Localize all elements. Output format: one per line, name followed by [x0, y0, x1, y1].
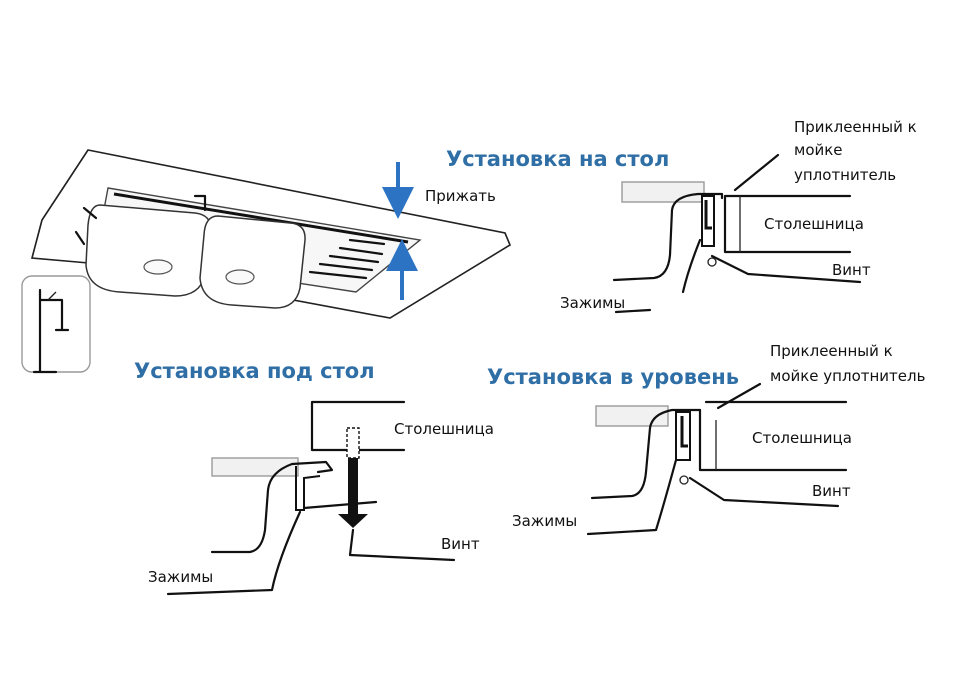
undermount-title: Установка под стол	[134, 359, 375, 383]
countertop-mount-title: Установка на стол	[446, 147, 669, 171]
flush-clamps-label: Зажимы	[512, 512, 577, 530]
press-label: Прижать	[425, 187, 496, 205]
sink-illustration: Прижать	[21, 149, 512, 374]
flush-screw-label: Винт	[812, 482, 851, 500]
flush-countertop-label: Столешница	[752, 429, 852, 447]
flush-sealant-label-1: Приклеенный к	[770, 342, 893, 360]
countertop-mount-section: Установка на стол Приклеенный к мойке уп…	[446, 118, 917, 314]
countertop-sealant-label-3: уплотнитель	[794, 166, 896, 184]
countertop-clamps-label: Зажимы	[560, 294, 625, 312]
countertop-sealant-label-1: Приклеенный к	[794, 118, 917, 136]
countertop-screw-label: Винт	[832, 261, 871, 279]
undermount-countertop-label: Столешница	[394, 420, 494, 438]
undermount-clamps-label: Зажимы	[148, 568, 213, 586]
undermount-section: Установка под стол Столешница Винт Зажим…	[134, 359, 494, 596]
undermount-screw-label: Винт	[441, 535, 480, 553]
flush-mount-section: Установка в уровень Приклеенный к мойке …	[487, 342, 925, 536]
countertop-sealant-label-2: мойке	[794, 141, 843, 159]
flush-sealant-label-2: мойке уплотнитель	[770, 367, 925, 385]
countertop-countertop-label: Столешница	[764, 215, 864, 233]
flush-mount-title: Установка в уровень	[487, 365, 739, 389]
